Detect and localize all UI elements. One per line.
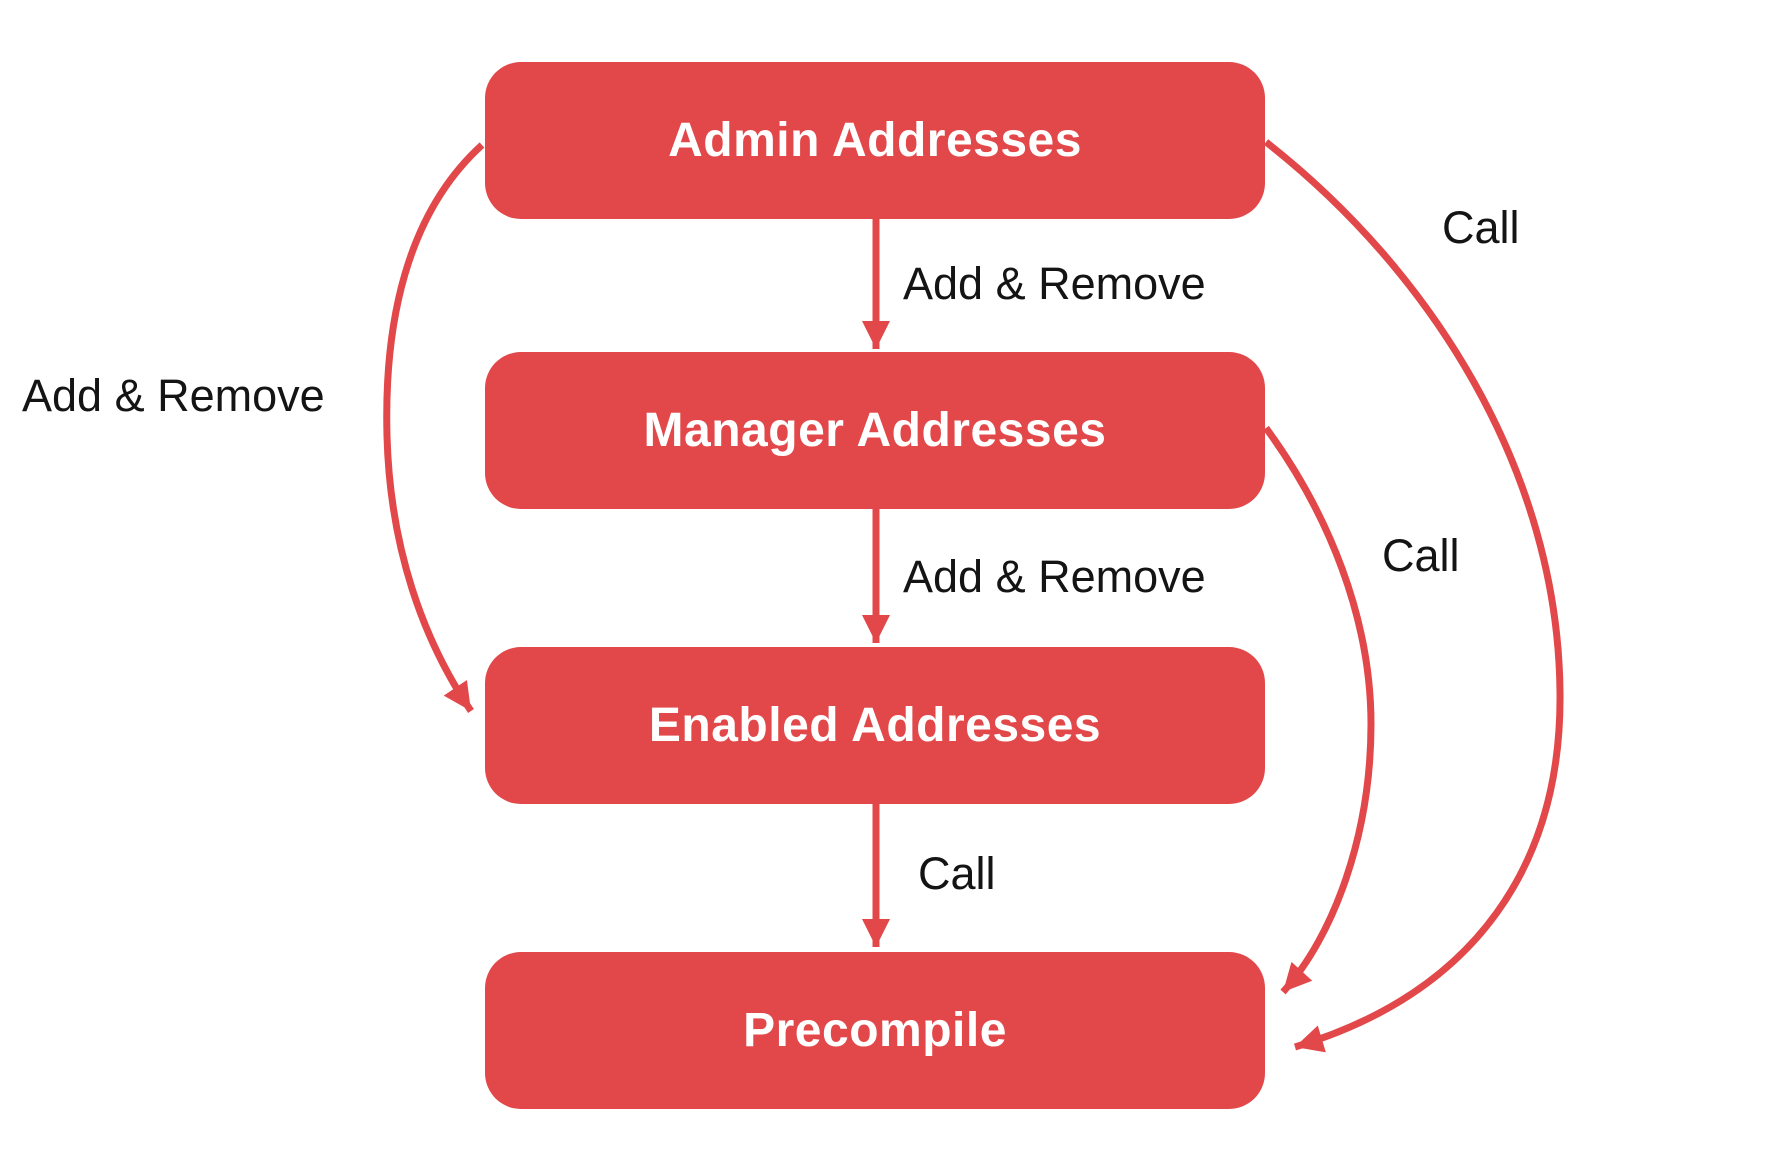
edge-label-manager-to-precompile: Call	[1382, 530, 1460, 581]
node-enabled-addresses-label: Enabled Addresses	[648, 699, 1102, 752]
node-manager-addresses: Manager Addresses	[485, 352, 1265, 509]
node-manager-addresses-label: Manager Addresses	[643, 404, 1107, 457]
edge-label-admin-to-enabled: Add & Remove	[22, 370, 325, 421]
node-precompile-label: Precompile	[743, 1004, 1007, 1057]
node-admin-addresses: Admin Addresses	[485, 62, 1265, 219]
edge-label-admin-to-manager: Add & Remove	[903, 258, 1206, 309]
edge-manager-to-precompile-arrow	[1263, 425, 1375, 995]
edge-admin-to-enabled-arrow	[383, 142, 485, 713]
edge-admin-to-precompile-arrow	[1263, 139, 1564, 1053]
node-enabled-addresses: Enabled Addresses	[485, 647, 1265, 804]
edge-label-manager-to-enabled: Add & Remove	[903, 551, 1206, 602]
node-admin-addresses-label: Admin Addresses	[668, 114, 1082, 167]
edge-label-admin-to-precompile: Call	[1442, 202, 1520, 253]
node-precompile: Precompile	[485, 952, 1265, 1109]
edge-label-enabled-to-precompile: Call	[918, 848, 996, 899]
